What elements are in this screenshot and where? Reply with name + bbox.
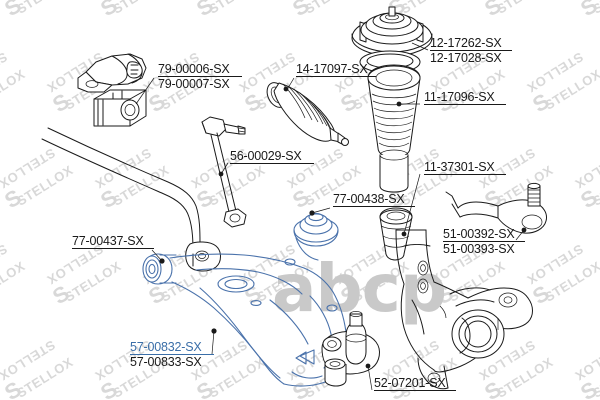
part-number-text: 51-00392-SX bbox=[443, 227, 515, 241]
part-label-underline bbox=[374, 390, 456, 391]
part-label-underline bbox=[230, 163, 314, 164]
stabilizer-link-art bbox=[201, 116, 247, 228]
part-number-text: 11-37301-SX bbox=[424, 160, 495, 174]
stabilizer-bar-art bbox=[41, 127, 221, 272]
part-label-underline bbox=[430, 50, 512, 51]
part-number-text: 77-00437-SX bbox=[72, 234, 144, 248]
part-number-text: 12-17028-SX bbox=[430, 51, 502, 65]
part-number-text: 79-00007-SX bbox=[158, 77, 230, 91]
control-arm-front-bush-art bbox=[142, 253, 177, 285]
lower-ball-joint-art bbox=[299, 311, 380, 387]
steering-knuckle-art bbox=[395, 229, 533, 390]
strut-dust-boot-art bbox=[367, 64, 421, 193]
part-number-text: 14-17097-SX bbox=[296, 62, 368, 76]
part-number-text: 11-17096-SX bbox=[424, 90, 495, 104]
stabilizer-bracket-art bbox=[77, 53, 147, 93]
stabilizer-bushing-art bbox=[93, 89, 147, 127]
part-number-text: 77-00438-SX bbox=[333, 192, 405, 206]
part-label-underline bbox=[443, 241, 525, 242]
part-number-text: 79-00006-SX bbox=[158, 62, 230, 76]
part-label-underline bbox=[130, 354, 214, 355]
leader-lines bbox=[135, 42, 525, 391]
part-label-underline bbox=[158, 76, 242, 77]
part-label-underline bbox=[296, 76, 376, 77]
control-arm-ballseat-art bbox=[293, 210, 339, 261]
part-number-text: 12-17262-SX bbox=[430, 36, 502, 50]
part-label-underline bbox=[72, 248, 154, 249]
part-number-text[interactable]: 57-00832-SX bbox=[130, 340, 202, 354]
part-number-text: 51-00393-SX bbox=[443, 242, 515, 256]
part-number-text: 57-00833-SX bbox=[130, 355, 202, 369]
part-label-underline bbox=[424, 174, 506, 175]
part-number-text: 56-00029-SX bbox=[230, 149, 302, 163]
part-label-underline bbox=[333, 206, 415, 207]
part-number-text: 52-07201-SX bbox=[374, 376, 446, 390]
steering-rack-boot-art bbox=[266, 82, 349, 146]
part-label-underline bbox=[424, 104, 506, 105]
